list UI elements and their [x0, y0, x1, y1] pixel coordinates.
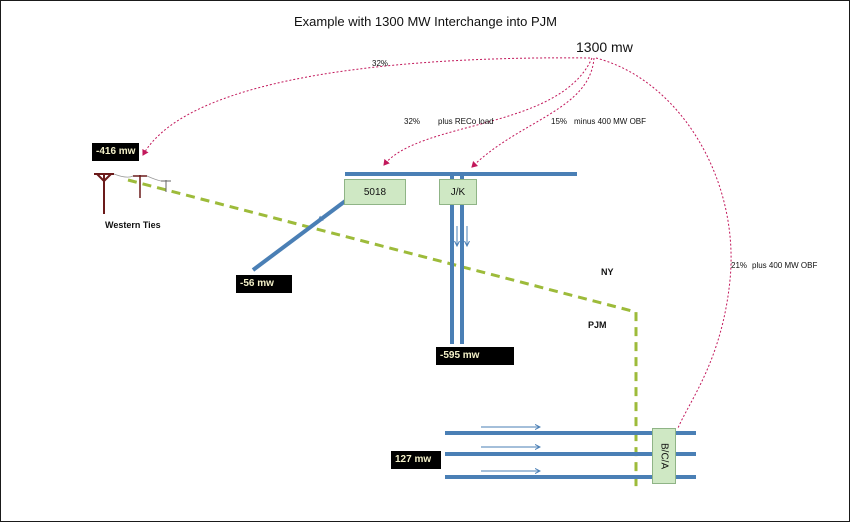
ny-pjm-boundary-line — [127, 178, 638, 492]
jk-percent: 15% — [551, 117, 568, 126]
station-5018-label: 5018 — [363, 186, 387, 198]
ny-region-label: NY — [601, 267, 614, 277]
interchange-total-label: 1300 mw — [576, 39, 633, 55]
station-bca-label: B/C/A — [658, 442, 670, 470]
flow-arrow-5018 — [318, 207, 336, 221]
station-jk-box: J/K — [439, 179, 477, 205]
s5018-percent: 32% — [404, 117, 421, 126]
flow-path-bca — [595, 57, 732, 429]
tie-wire — [113, 173, 162, 182]
s5018-flow-value: -56 mw — [236, 275, 292, 293]
station-bca-box: B/C/A — [652, 428, 676, 484]
station-jk-label: J/K — [450, 186, 466, 198]
diagram-title: Example with 1300 MW Interchange into PJ… — [294, 14, 558, 29]
line-5018-diagonal — [251, 194, 354, 272]
western-ties-label: Western Ties — [105, 220, 161, 230]
bca-flow-value: 127 mw — [391, 451, 441, 469]
bca-percent: 21% — [731, 261, 748, 270]
flow-path-western-ties — [142, 57, 591, 156]
tower-icon — [161, 180, 171, 192]
tower-icon — [133, 175, 147, 198]
jk-flow-value: -595 mw — [436, 347, 514, 365]
flow-path-5018 — [383, 57, 593, 166]
western-ties-flow-value: -416 mw — [92, 143, 140, 161]
jk-note: minus 400 MW OBF — [574, 117, 647, 126]
pjm-region-label: PJM — [588, 320, 607, 330]
s5018-note: plus RECo load — [438, 117, 494, 126]
flow-path-jk — [471, 57, 595, 168]
tower-icon — [94, 173, 114, 214]
bca-note: plus 400 MW OBF — [752, 261, 818, 270]
western-ties-percent: 32% — [372, 59, 389, 68]
station-5018-box: 5018 — [344, 179, 406, 205]
